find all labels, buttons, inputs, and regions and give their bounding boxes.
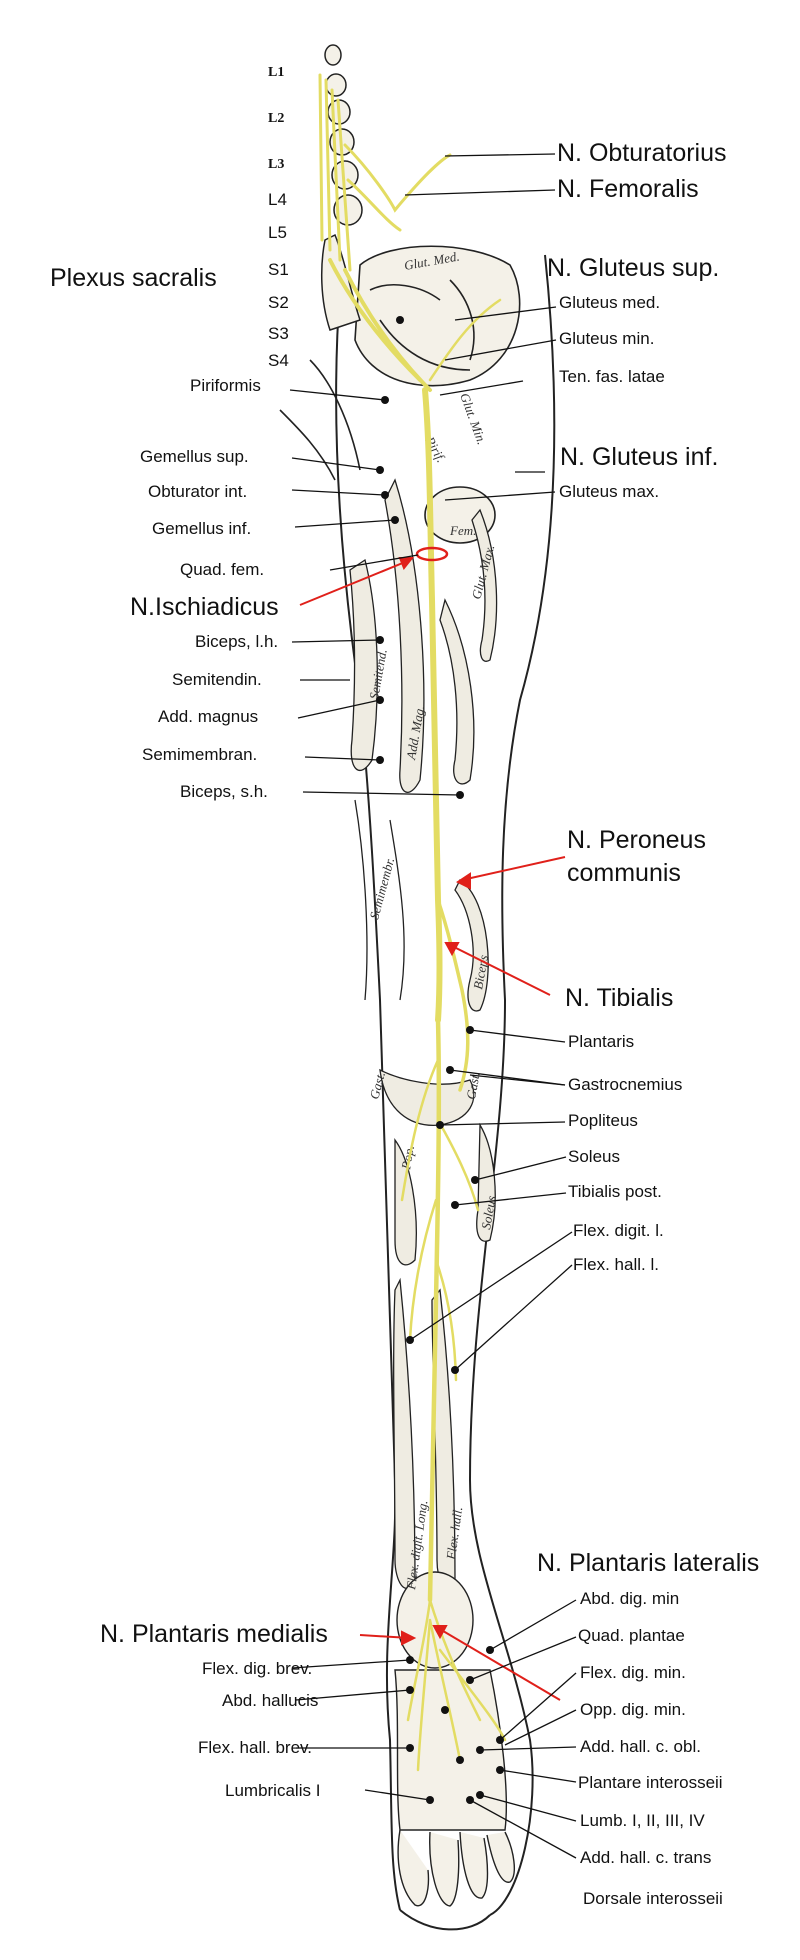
label-add-magnus: Add. magnus <box>158 707 259 726</box>
lower-leg-muscles <box>379 1068 496 1589</box>
muscle-points <box>376 316 504 1804</box>
label-n-ischiadicus: N.Ischiadicus <box>130 593 279 621</box>
label-gluteus-min: Gluteus min. <box>559 329 655 348</box>
label-ten-fas-latae: Ten. fas. latae <box>559 367 665 386</box>
nerve-branches-leg <box>400 1058 480 1382</box>
label-gluteus-max: Gluteus max. <box>559 482 660 501</box>
label-n-plantaris-lateralis: N. Plantaris lateralis <box>537 1549 760 1577</box>
label-tibialis-post: Tibialis post. <box>568 1182 662 1201</box>
nerve-ischiadicus-trunk <box>422 387 443 1023</box>
nerve-femoralis <box>346 178 402 232</box>
label-abd-dig-min: Abd. dig. min <box>580 1589 680 1608</box>
nerve-peroneus-communis <box>436 898 470 1092</box>
label-popliteus: Popliteus <box>568 1111 638 1130</box>
label-gastrocnemius: Gastrocnemius <box>568 1075 683 1094</box>
nerve-obturatorius <box>343 143 452 213</box>
label-gemellus-sup: Gemellus sup. <box>140 447 249 466</box>
inscription-semimembr: Semimembr. <box>366 856 397 921</box>
label-n-gluteus-inf: N. Gluteus inf. <box>560 443 719 471</box>
red-pointer-arrows <box>299 546 566 1701</box>
label-quad-plantae: Quad. plantae <box>578 1626 685 1645</box>
label-plantare-interosseii: Plantare interosseii <box>578 1773 723 1792</box>
label-n-peroneus-line1: N. Peroneus <box>567 826 706 854</box>
inscription-pop: Pop. <box>398 1144 417 1171</box>
leg-outline <box>335 254 556 1931</box>
nerve-pathways <box>318 73 507 1772</box>
inscription-fem: Fem. <box>449 523 476 538</box>
label-gemellus-inf: Gemellus inf. <box>152 519 252 538</box>
inscription-flex-hall: Flex. hall. <box>443 1506 465 1562</box>
label-n-tibialis: N. Tibialis <box>565 984 674 1012</box>
spinal-level-labels: L1 L2 L3 <box>268 65 284 172</box>
label-plantaris: Plantaris <box>568 1032 635 1051</box>
label-abd-hallucis: Abd. hallucis <box>222 1691 319 1710</box>
label-obturator-int: Obturator int. <box>148 482 248 501</box>
inscription-gast: Gast. <box>366 1070 388 1101</box>
label-flex-hall-brev: Flex. hall. brev. <box>198 1738 313 1757</box>
thigh-muscles <box>349 478 498 1012</box>
nerve-gluteus-superior <box>428 298 502 382</box>
label-soleus: Soleus <box>568 1147 620 1166</box>
label-opp-dig-min: Opp. dig. min. <box>580 1700 686 1719</box>
label-dorsale-interosseii: Dorsale interosseii <box>583 1889 723 1908</box>
label-n-peroneus-line2: communis <box>567 859 681 887</box>
spinal-level-labels-sans: L4 L5 S1 S2 S3 S4 <box>268 190 289 370</box>
level-s2: S2 <box>268 293 289 312</box>
level-l5: L5 <box>268 223 287 242</box>
label-flex-dig-min: Flex. dig. min. <box>580 1663 686 1682</box>
level-l1: L1 <box>268 65 284 80</box>
level-s1: S1 <box>268 260 289 279</box>
inscription-gast-lateral: Gast. <box>463 1071 483 1101</box>
label-n-plantaris-medialis: N. Plantaris medialis <box>100 1620 328 1648</box>
leader-lines <box>289 153 577 1859</box>
label-lumb-i-iv: Lumb. I, II, III, IV <box>580 1811 705 1830</box>
label-add-hall-c-trans: Add. hall. c. trans <box>580 1848 712 1867</box>
label-quad-fem: Quad. fem. <box>180 560 265 579</box>
level-l3: L3 <box>268 157 284 172</box>
ischiadicus-marker-ring <box>415 546 449 562</box>
level-s3: S3 <box>268 324 289 343</box>
inscription-soleus: Soleus <box>478 1194 499 1230</box>
label-flex-digit-l: Flex. digit. l. <box>573 1221 664 1240</box>
label-n-gluteus-sup: N. Gluteus sup. <box>547 254 720 282</box>
label-biceps-sh: Biceps, s.h. <box>180 782 268 801</box>
level-l4: L4 <box>268 190 287 209</box>
label-add-hall-c-obl: Add. hall. c. obl. <box>580 1737 701 1756</box>
label-semitendin: Semitendin. <box>172 670 262 689</box>
label-lumbricalis-i: Lumbricalis I <box>225 1781 321 1800</box>
sacral-plexus <box>328 258 432 392</box>
lumbar-plexus-roots <box>318 73 352 272</box>
label-n-obturatorius: N. Obturatorius <box>557 139 727 167</box>
nerve-tibialis <box>427 1017 442 1603</box>
label-piriformis: Piriformis <box>190 376 261 395</box>
label-flex-dig-brev: Flex. dig. brev. <box>202 1659 313 1678</box>
label-plexus-sacralis: Plexus sacralis <box>50 264 217 292</box>
label-semimembran: Semimembran. <box>142 745 258 764</box>
nerve-plantaris-branches <box>406 1598 507 1772</box>
level-l2: L2 <box>268 111 284 126</box>
label-biceps-lh: Biceps, l.h. <box>195 632 279 651</box>
label-flex-hall-l: Flex. hall. l. <box>573 1255 659 1274</box>
label-gluteus-med: Gluteus med. <box>559 293 661 312</box>
inscription-glut-min: Glut. Min. <box>457 391 490 447</box>
level-s4: S4 <box>268 351 289 370</box>
label-n-femoralis: N. Femoralis <box>557 175 699 203</box>
